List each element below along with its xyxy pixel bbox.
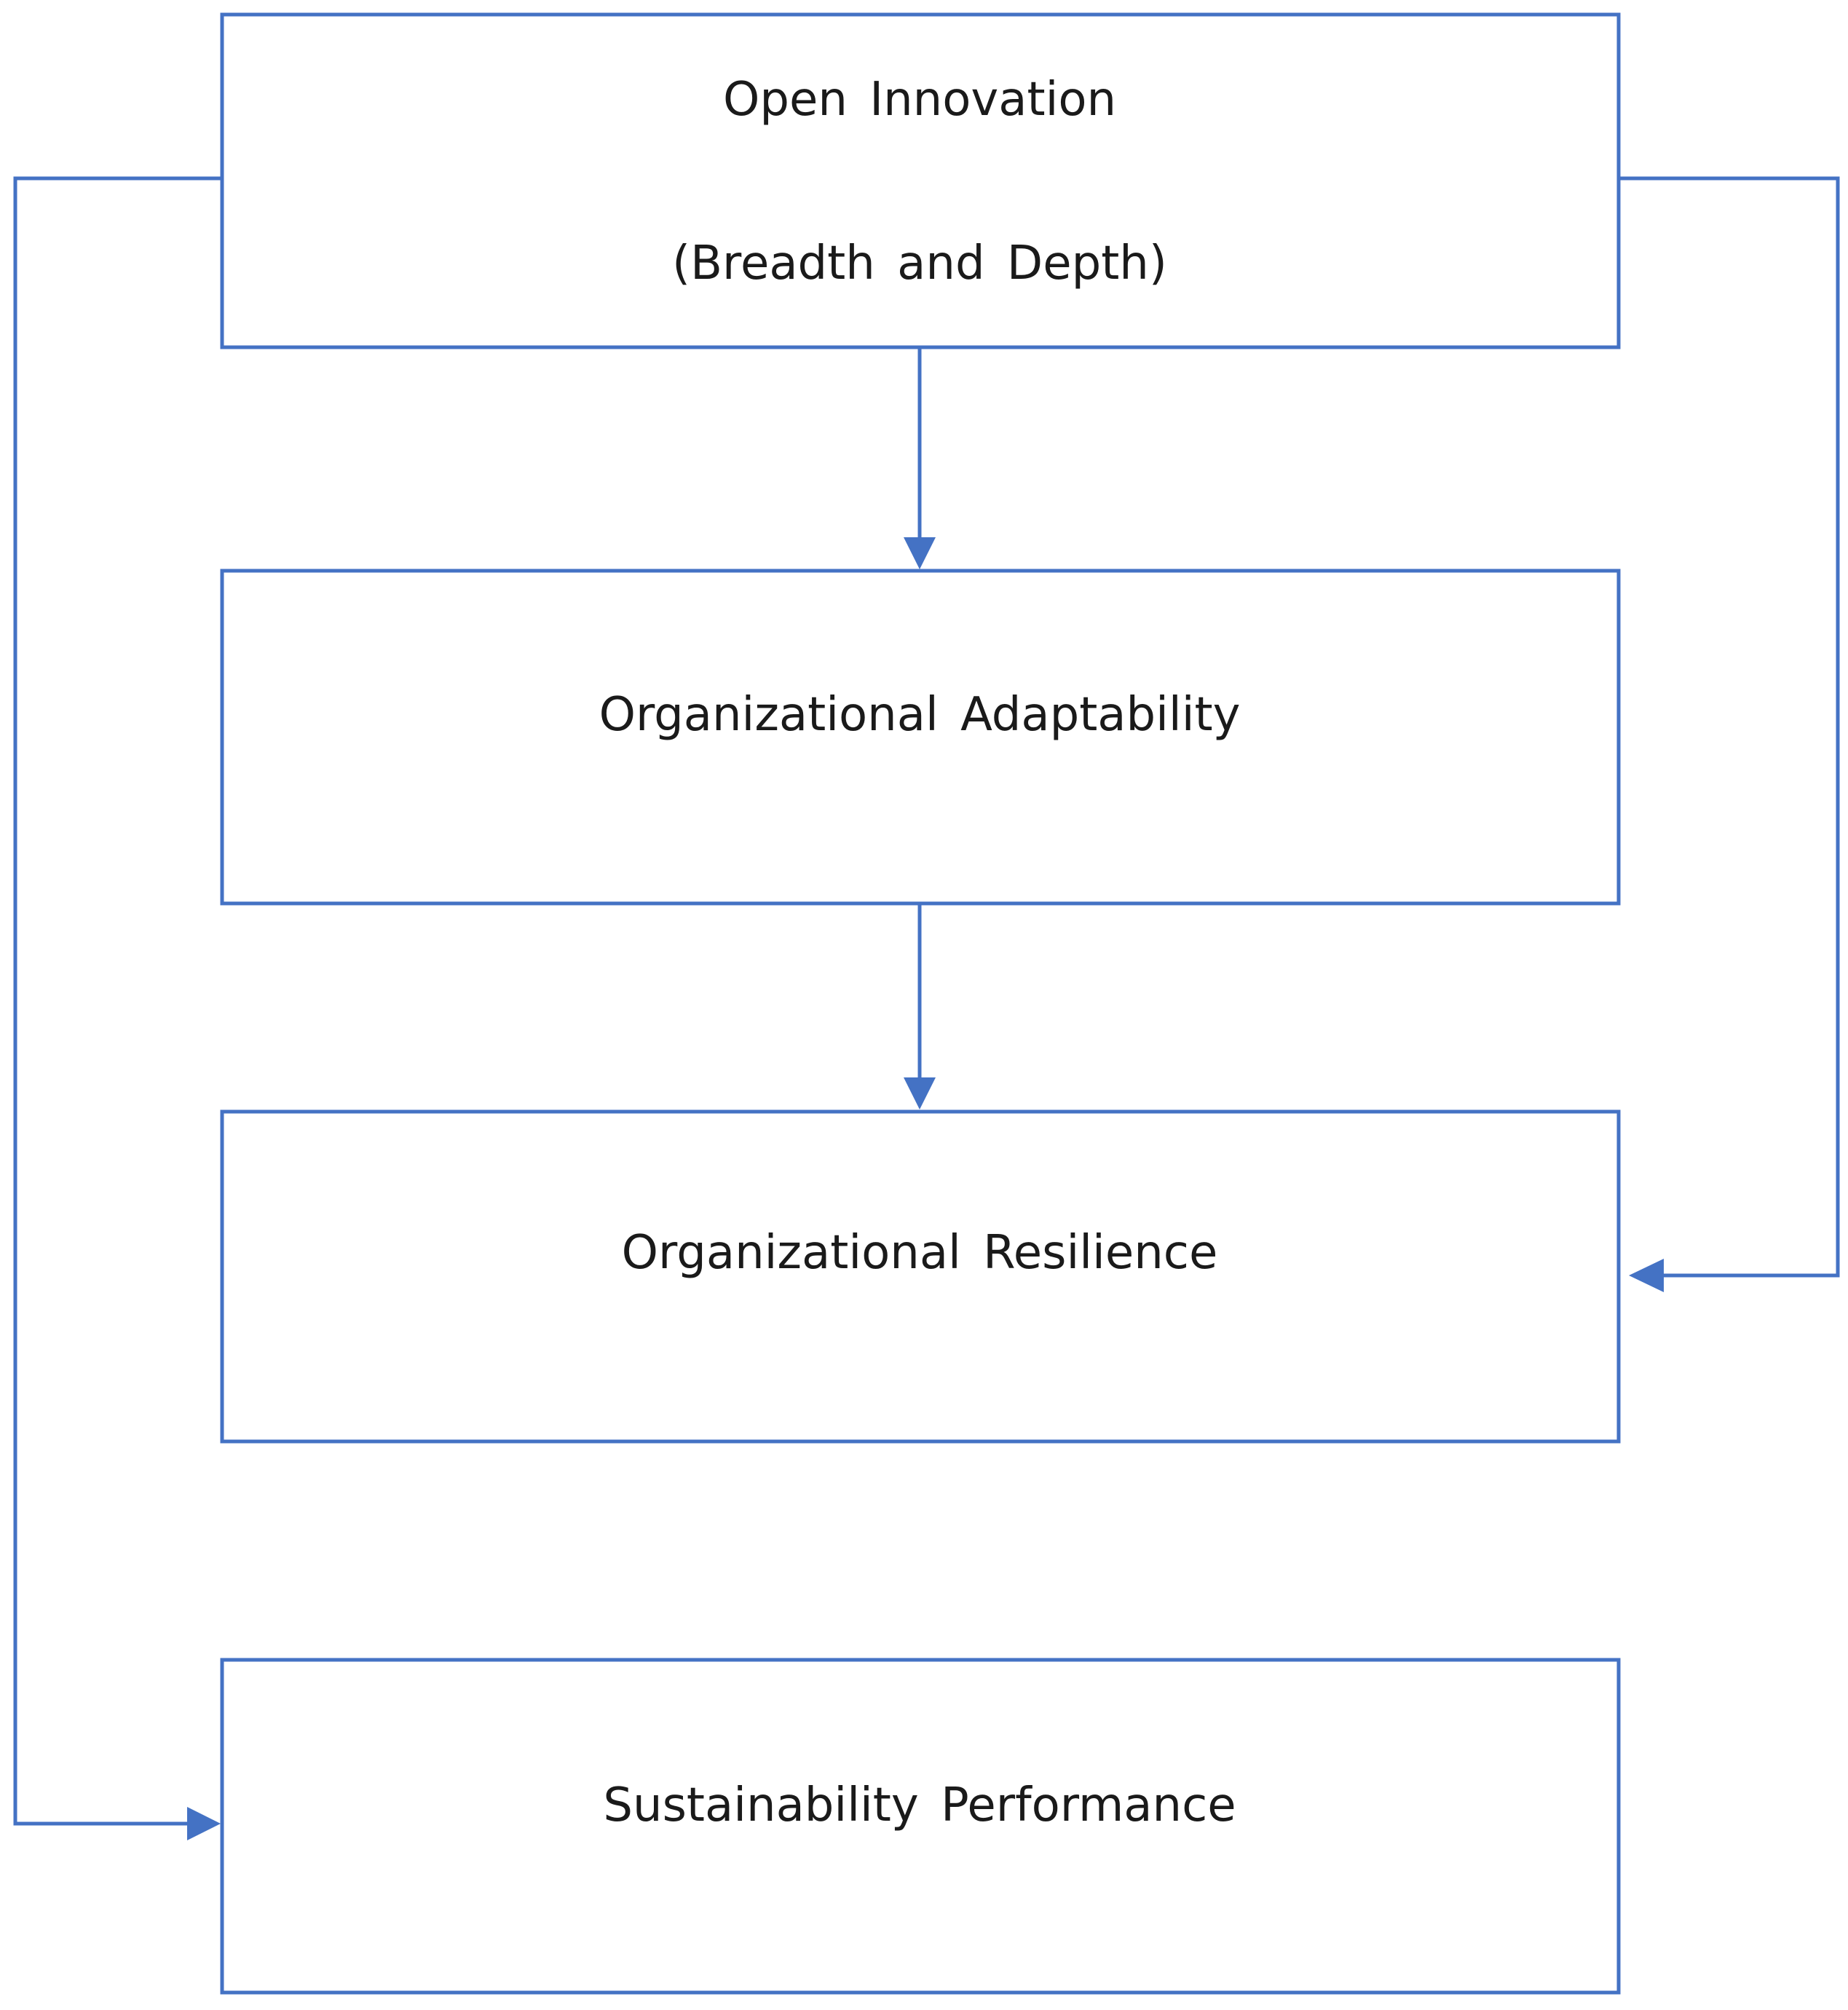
arrowhead-left-resilience xyxy=(1629,1259,1664,1292)
adaptability-box xyxy=(220,569,1621,906)
sustainability-box xyxy=(220,1658,1621,1995)
open-innovation-box xyxy=(220,12,1621,349)
resilience-label: Organizational Resilience xyxy=(622,1226,1218,1280)
open-innovation-label: Open Innovation xyxy=(723,73,1116,127)
arrowhead-down-adaptability xyxy=(904,537,936,569)
node-sustainability-performance: Sustainability Performance xyxy=(220,1658,1621,1995)
open-innovation-sublabel: (Breadth and Depth) xyxy=(672,237,1167,290)
node-open-innovation: Open Innovation (Breadth and Depth) xyxy=(220,12,1621,349)
adaptability-label: Organizational Adaptability xyxy=(599,688,1241,742)
edge-open-innovation-to-resilience xyxy=(1619,176,1840,1278)
resilience-box xyxy=(220,1109,1621,1444)
edge-open-innovation-to-sustainability xyxy=(13,176,234,1826)
sustainability-label: Sustainability Performance xyxy=(603,1778,1236,1832)
arrowhead-right-sustainability xyxy=(187,1807,221,1840)
node-organizational-adaptability: Organizational Adaptability xyxy=(220,569,1621,906)
node-organizational-resilience: Organizational Resilience xyxy=(220,1109,1621,1444)
arrowhead-down-resilience xyxy=(904,1077,936,1109)
